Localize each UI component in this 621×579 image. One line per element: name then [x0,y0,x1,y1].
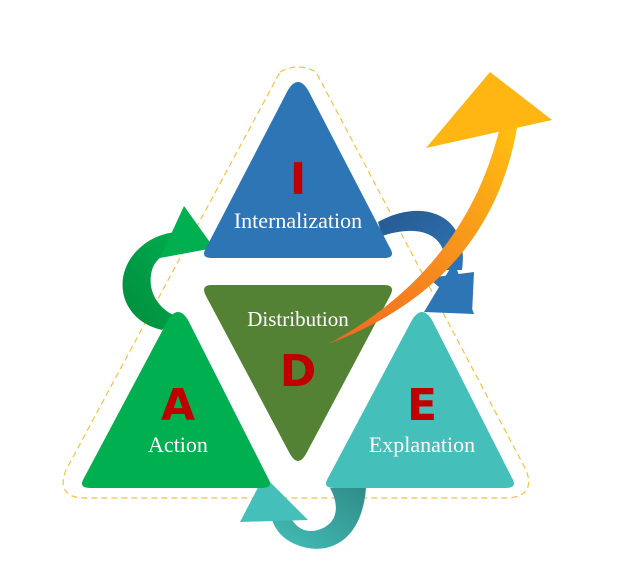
growth-arrow [328,72,552,344]
triangle-internalization [204,82,392,258]
letter-distribution: D [280,346,317,397]
letter-action: A [161,380,195,431]
cycle-arrow-bottom [240,476,366,549]
triangle-explanation [326,312,514,488]
outer-dashed-outline [62,66,530,499]
label-explanation: Explanation [369,432,475,457]
label-distribution: Distribution [247,307,349,331]
label-internalization: Internalization [234,208,362,233]
letter-explanation: E [407,380,437,431]
cycle-arrow-top-right [378,210,474,314]
letter-internalization: I [290,154,306,205]
cycle-arrow-left [122,206,214,330]
triangle-action [82,312,270,488]
label-action: Action [148,432,208,457]
triangle-distribution [204,285,392,461]
